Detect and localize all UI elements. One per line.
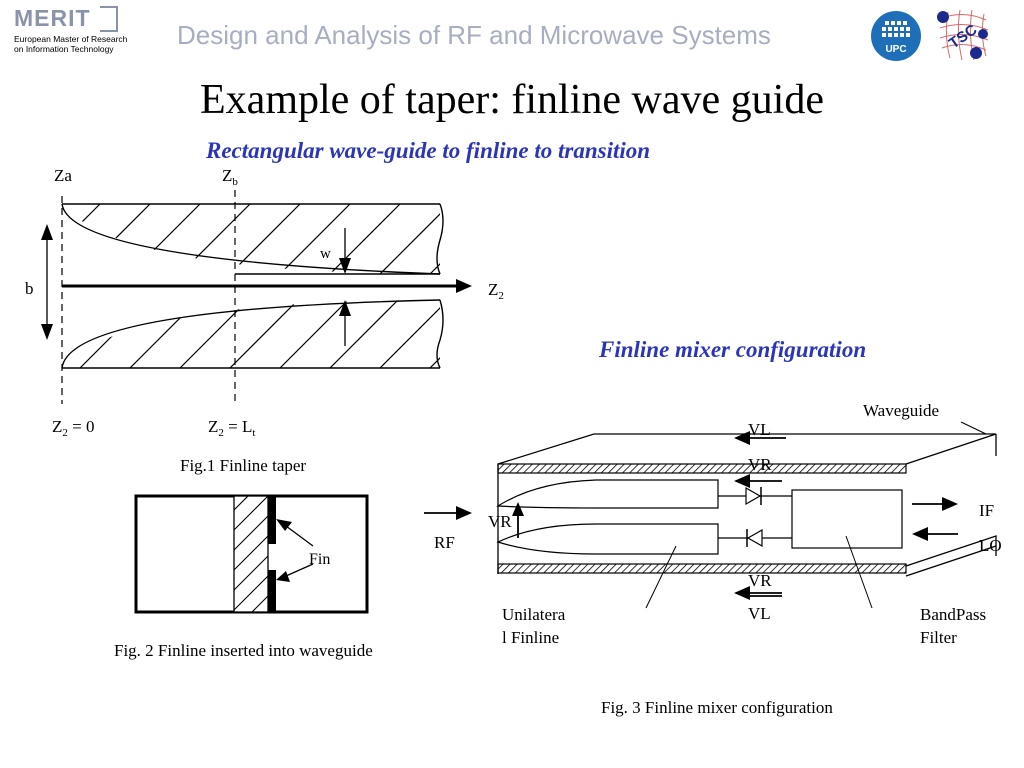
fig3-vr-bottom-arrow	[734, 586, 782, 600]
fig3-label-unilateral-2: l Finline	[502, 628, 559, 647]
fig3-diode-lower	[718, 528, 792, 548]
fig1-outline	[61, 203, 444, 369]
fig3-label-rf: RF	[434, 533, 455, 552]
fig2-fin-lower	[268, 570, 276, 612]
fig3-caption: Fig. 3 Finline mixer configuration	[601, 698, 833, 717]
fig1-finline-taper: Za Zb w b Z2 Z2 = 0 Z2 = Lt Fig.1 Finlin…	[0, 160, 520, 480]
merit-logo-text: MERIT	[14, 5, 91, 31]
fig3-if-arrow	[912, 497, 958, 511]
course-title: Design and Analysis of RF and Microwave …	[177, 20, 771, 50]
slide-title: Example of taper: finline wave guide	[200, 77, 824, 123]
upc-logo-text: UPC	[885, 44, 906, 55]
tsc-logo-dot-3	[970, 47, 982, 59]
fig3-lo-arrow	[912, 527, 958, 541]
fig3-label-vr-left: VR	[488, 512, 512, 531]
fig3-label-vl-bottom: VL	[748, 604, 771, 623]
fig2-label-fin: Fin	[309, 551, 330, 568]
upc-logo-dots	[882, 21, 910, 37]
fig3-rf-arrow	[424, 506, 472, 520]
fig3-label-waveguide: Waveguide	[863, 401, 939, 420]
fig3-top-wall	[497, 463, 907, 474]
fig1-axis-arrowhead	[456, 279, 472, 293]
merit-logo: MERIT	[14, 4, 132, 34]
fig3-label-vr-bottom: VR	[748, 571, 772, 590]
tsc-logo-dot-1	[937, 11, 949, 23]
fig3-vl-top-arrow	[734, 431, 786, 445]
fig1-label-za: Za	[54, 166, 72, 185]
fig3-waveguide-body	[497, 433, 997, 577]
fig3-finline-mixer: Waveguide VL VR	[416, 396, 1024, 726]
fig3-waveguide-leader	[960, 421, 987, 435]
fig3-label-unilateral-1: Unilatera	[502, 605, 566, 624]
fig1-label-b: b	[25, 279, 34, 298]
fig3-finline-leader	[645, 545, 677, 609]
fig3-vr-left-arrow	[512, 502, 524, 538]
fig3-diode-upper	[718, 486, 792, 506]
taper-subtitle: Rectangular wave-guide to finline to tra…	[206, 138, 651, 163]
fig3-label-lo: LO	[979, 536, 1002, 555]
fig1-label-w: w	[320, 246, 331, 262]
fig2-substrate-hatch	[234, 496, 268, 612]
merit-logo-subtitle: European Master of Research on Informati…	[14, 34, 127, 54]
fig3-vr-top-arrow	[734, 474, 782, 488]
fig3-label-bandpass-2: Filter	[920, 628, 957, 647]
fig2-fin-upper	[268, 496, 276, 544]
fig3-finline-upper	[496, 479, 719, 509]
fig2-finline-in-waveguide: Fin Fig. 2 Finline inserted into wavegui…	[108, 486, 428, 666]
fig1-label-zb: Zb	[222, 166, 238, 188]
fig2-caption: Fig. 2 Finline inserted into waveguide	[114, 641, 373, 660]
fig2-fin-pointer-arrows	[276, 519, 314, 582]
tsc-logo-dot-2	[978, 29, 988, 39]
tsc-logo: TSC	[934, 8, 994, 62]
fig1-label-z2-zero: Z2 = 0	[52, 417, 94, 439]
fig1-w-dimension-arrows	[339, 228, 351, 346]
merit-subtitle-line2: on Information Technology	[14, 44, 114, 54]
fig1-label-z2: Z2	[488, 280, 504, 302]
fig3-label-bandpass-1: BandPass	[920, 605, 986, 624]
fig1-b-dimension-arrow	[41, 224, 53, 340]
fig3-finline-lower	[496, 523, 719, 555]
upc-logo: UPC	[870, 10, 922, 62]
fig3-bottom-wall	[497, 563, 907, 574]
fig3-label-if: IF	[979, 501, 994, 520]
merit-subtitle-line1: European Master of Research	[14, 34, 128, 44]
fig1-caption: Fig.1 Finline taper	[180, 456, 306, 475]
fig1-label-z2-lt: Z2 = Lt	[208, 417, 255, 439]
fig3-label-vr-top: VR	[748, 455, 772, 474]
mixer-subtitle: Finline mixer configuration	[599, 337, 867, 362]
merit-logo-frame	[100, 6, 118, 32]
fig3-label-vl-top: VL	[748, 420, 771, 439]
fig3-filter-leader	[845, 535, 873, 609]
